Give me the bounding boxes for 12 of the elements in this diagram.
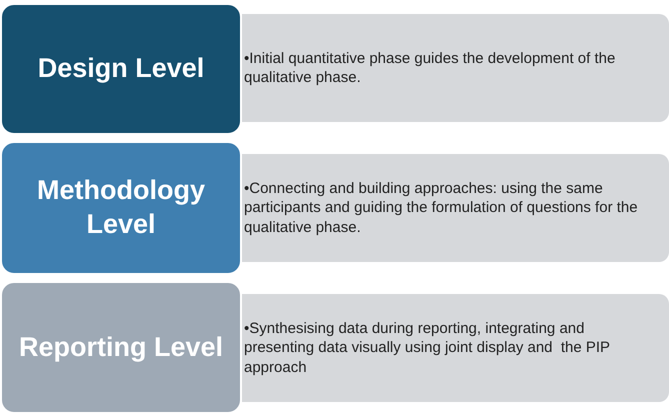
- description-panel: [242, 154, 669, 262]
- level-title: Design Level: [36, 52, 206, 86]
- level-box: [0, 3, 242, 135]
- level-title: Methodology Level: [36, 174, 206, 241]
- level-box: [0, 141, 242, 275]
- description-panel: [242, 14, 669, 122]
- bullet-text: •Connecting and building approaches: using the same participants and guiding the formulation of questions for the qualitative phase.: [244, 178, 639, 238]
- description-panel: [242, 294, 669, 402]
- bullet-text: •Synthesising data during reporting, integrating and presenting data visually using joint display and the PIP approach: [244, 318, 611, 378]
- level-box: [0, 281, 242, 414]
- level-title: Reporting Level: [18, 330, 224, 364]
- bullet-text: •Initial quantitative phase guides the development of the qualitative phase.: [244, 48, 616, 88]
